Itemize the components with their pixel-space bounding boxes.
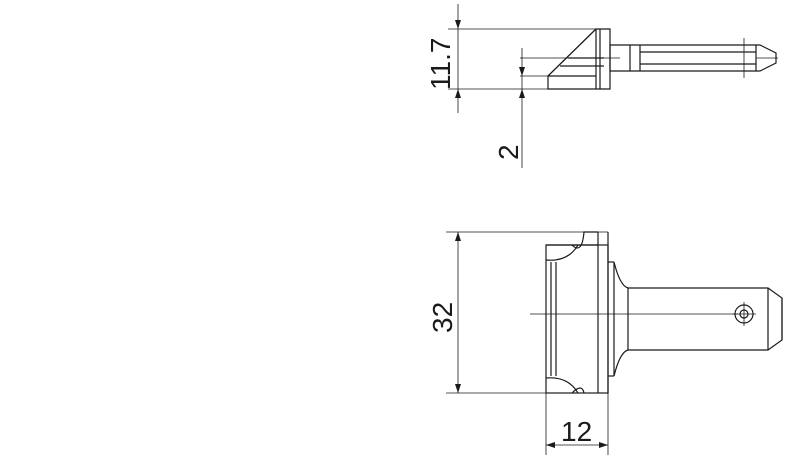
dimension-label-top-height: 11.7 xyxy=(425,38,456,90)
dimension-label-bottom-width: 12 xyxy=(561,416,592,447)
side-view xyxy=(448,4,778,168)
front-view xyxy=(446,231,783,455)
dimension-label-bottom-height: 32 xyxy=(427,302,458,333)
dimension-label-top-offset: 2 xyxy=(493,144,524,160)
